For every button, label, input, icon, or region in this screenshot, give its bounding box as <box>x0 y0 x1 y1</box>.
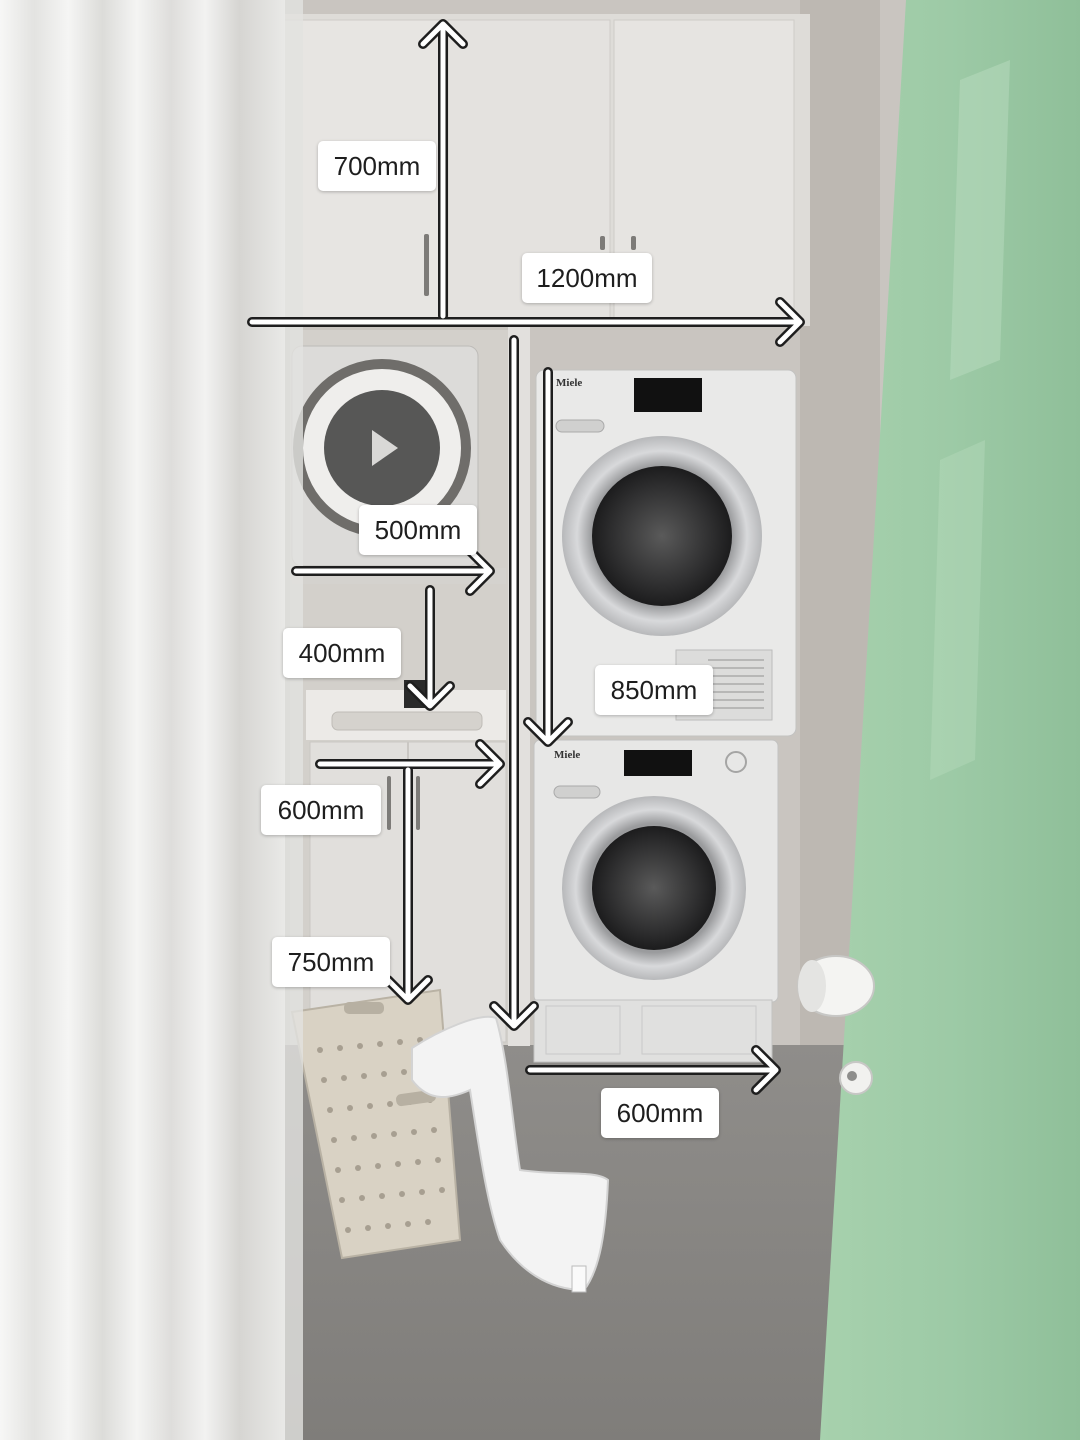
washer-door-glass <box>592 826 716 950</box>
cabinet-handle <box>631 236 636 250</box>
total-width-label: 1200mm <box>522 253 652 303</box>
cabinet-handle <box>416 776 420 830</box>
cabinet-handle <box>424 234 429 296</box>
washer-door-handle <box>553 785 601 799</box>
basket-handle-slot <box>344 1002 384 1014</box>
dryer-door-glass <box>592 466 732 606</box>
machine-width-label: 600mm <box>601 1088 719 1138</box>
machine-plinth <box>533 999 773 1063</box>
towel <box>411 1015 610 1292</box>
play-icon <box>372 430 398 466</box>
measurement-arrows <box>249 21 803 1093</box>
dryer-door-handle <box>555 419 605 433</box>
cabinet-handle <box>387 776 391 830</box>
small-dryer-width-label: 500mm <box>359 505 477 555</box>
brand-logo: Miele <box>556 377 582 389</box>
basket-handle-slot <box>396 1089 436 1107</box>
dryer-display <box>634 378 702 412</box>
washer-display <box>624 750 692 776</box>
towel-tag <box>571 1265 587 1293</box>
curtain <box>0 0 285 1440</box>
washer-dial <box>725 751 747 773</box>
counter-height-label: 750mm <box>272 937 390 987</box>
cabinet-handle <box>600 236 605 250</box>
brand-logo: Miele <box>554 749 580 761</box>
counter-depth-label: 600mm <box>261 785 381 835</box>
sink <box>331 711 483 731</box>
stack-unit-height-label: 850mm <box>595 665 713 715</box>
upper-cabinet-height-label: 700mm <box>318 141 436 191</box>
shelf-gap-height-label: 400mm <box>283 628 401 678</box>
green-door <box>820 0 1080 1440</box>
